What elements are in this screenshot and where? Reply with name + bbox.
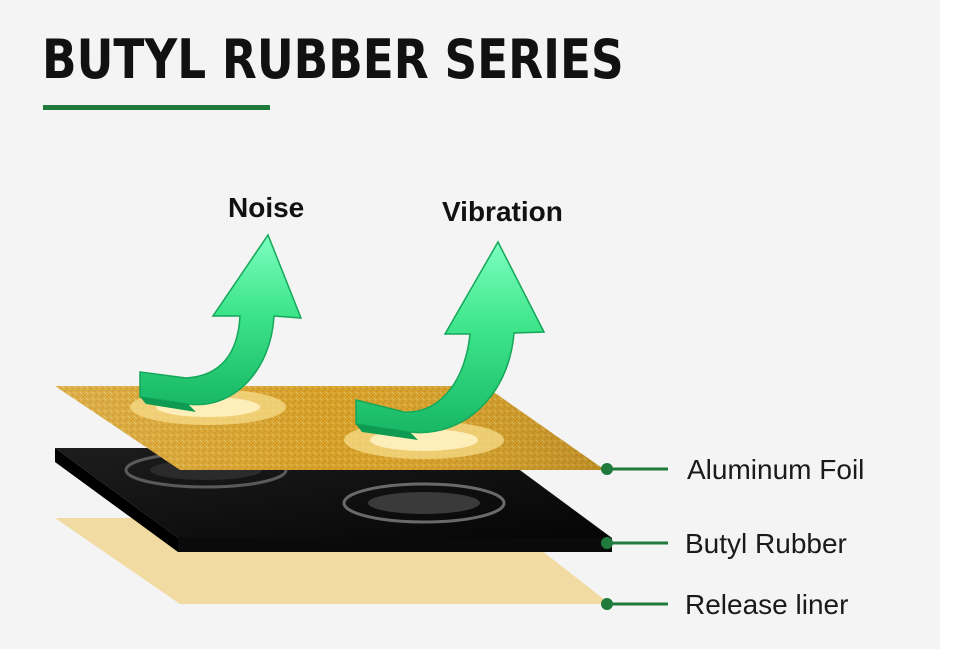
layer-diagram xyxy=(55,233,668,610)
vibration-arrow-icon xyxy=(355,240,546,440)
page-title: BUTYL RUBBER SERIES xyxy=(42,28,624,91)
noise-label: Noise xyxy=(228,192,305,223)
release-liner-label: Release liner xyxy=(685,589,849,620)
title-underline xyxy=(43,105,270,110)
butyl-rubber-label: Butyl Rubber xyxy=(685,528,847,559)
diagram-canvas: BUTYL RUBBER SERIES xyxy=(0,0,940,649)
butyl-rubber-leader xyxy=(601,537,668,549)
aluminum-foil-leader xyxy=(601,463,668,475)
noise-arrow-icon xyxy=(139,233,303,412)
release-liner-leader xyxy=(601,598,668,610)
vibration-label: Vibration xyxy=(442,196,563,227)
aluminum-foil-label: Aluminum Foil xyxy=(687,454,865,485)
